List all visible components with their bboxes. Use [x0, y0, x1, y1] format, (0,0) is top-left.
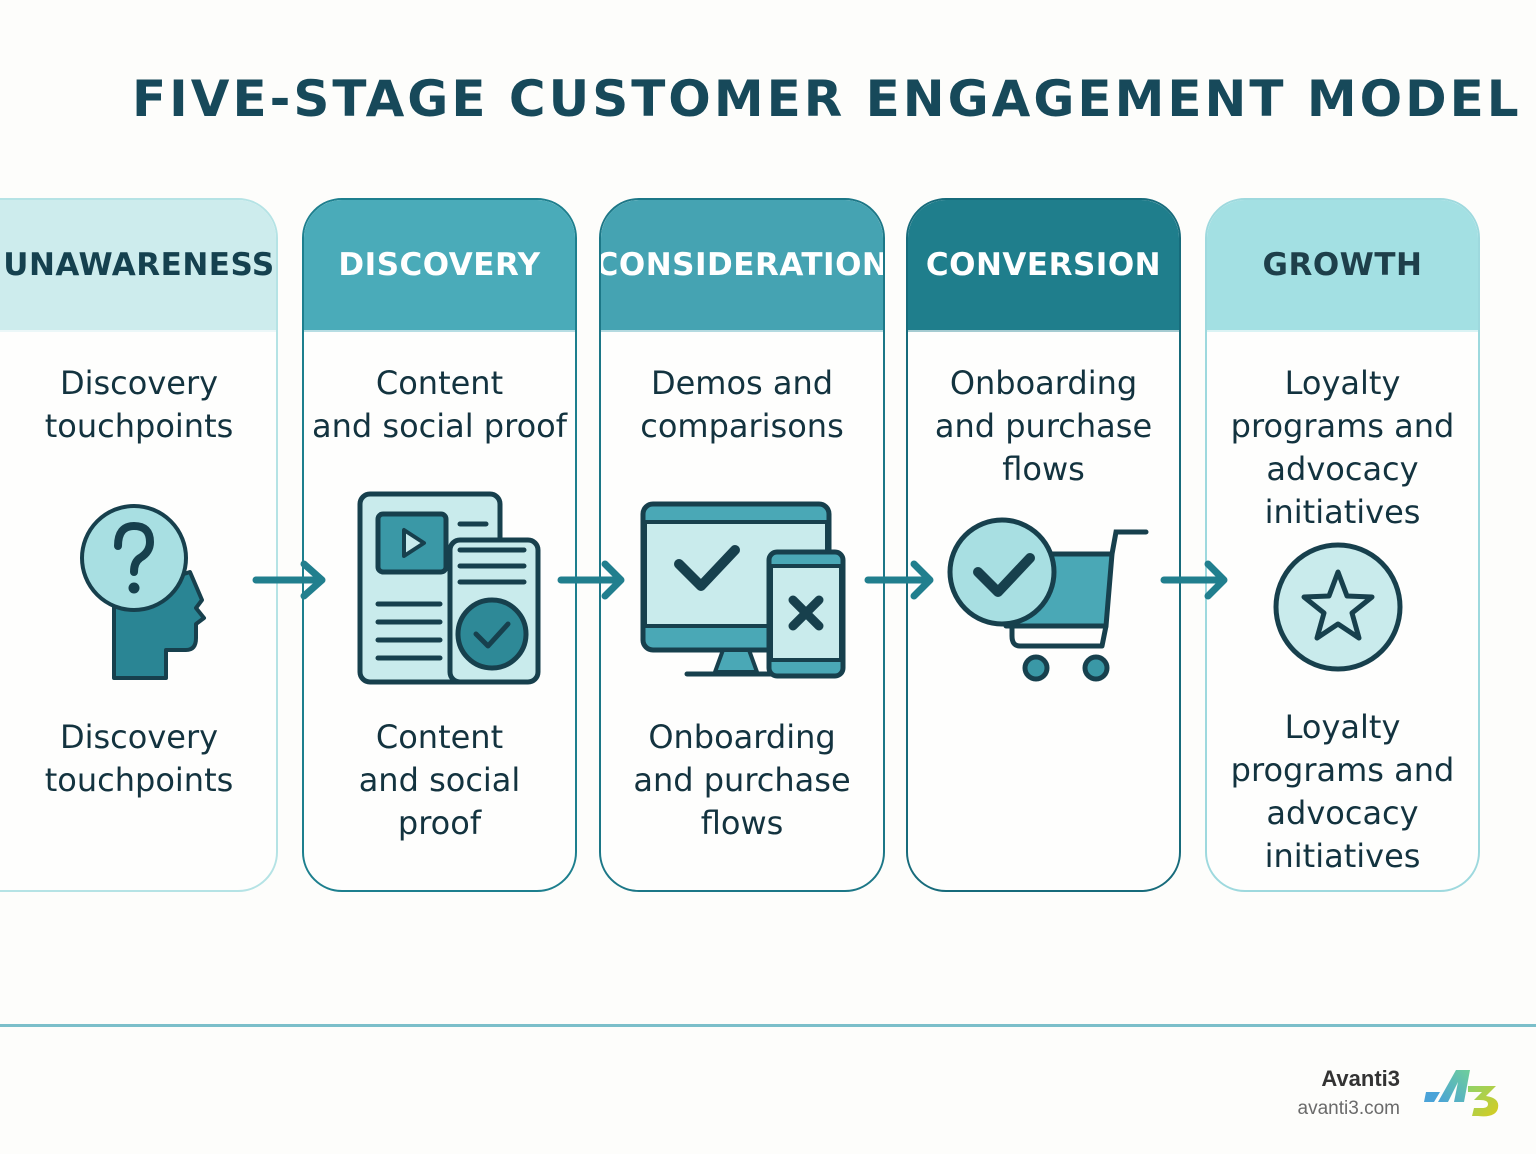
arrow-right-icon	[1160, 560, 1228, 600]
cart-check-icon	[947, 517, 1149, 682]
monitor-phone-compare-icon	[640, 501, 846, 679]
arrow-right-icon	[252, 560, 326, 600]
stage-bottom-text: Loyalty programs and advocacy initiative…	[1230, 708, 1455, 875]
stage-top-text: Discovery touchpoints	[44, 364, 234, 445]
stage-header: CONVERSION	[908, 200, 1179, 332]
stage-card-growth: GROWTH Loyalty programs and advocacy ini…	[1205, 198, 1480, 892]
stage-header: GROWTH	[1207, 200, 1478, 332]
diagram-title: FIVE-STAGE CUSTOMER ENGAGEMENT MODEL	[132, 70, 1522, 128]
stage-bottom-text: Onboarding and purchase flows	[633, 718, 851, 842]
stage-card-conversion: CONVERSION Onboarding and purchase flows	[906, 198, 1181, 892]
stage-top-text: Content and social proof	[312, 364, 567, 445]
arrow-right-icon	[864, 560, 934, 600]
stage-header: CONSIDERATION	[601, 200, 883, 332]
stage-top-text: Onboarding and purchase flows	[934, 364, 1153, 488]
brand-url[interactable]: avanti3.com	[1297, 1098, 1400, 1119]
content-document-check-icon	[357, 491, 541, 685]
arrow-right-icon	[557, 560, 625, 600]
stage-top-text: Demos and comparisons	[640, 364, 844, 445]
stage-header: UNAWARENESS	[0, 200, 276, 332]
stage-card-unawareness: UNAWARENESS Discovery touchpoints Discov…	[0, 198, 278, 892]
head-question-icon	[80, 504, 206, 680]
stage-bottom-text: Content and social proof	[358, 718, 521, 842]
avanti3-logo-icon	[1424, 1070, 1499, 1117]
stage-top-text: Loyalty programs and advocacy initiative…	[1230, 364, 1455, 531]
brand-name: Avanti3	[1321, 1066, 1400, 1091]
footer-divider	[0, 1024, 1536, 1027]
stage-card-consideration: CONSIDERATION Demos and comparisons Onbo…	[599, 198, 885, 892]
stage-card-discovery: DISCOVERY Content and social proof Conte…	[302, 198, 577, 892]
stage-header: DISCOVERY	[304, 200, 575, 332]
stage-bottom-text: Discovery touchpoints	[44, 718, 234, 799]
star-badge-icon	[1273, 542, 1403, 672]
